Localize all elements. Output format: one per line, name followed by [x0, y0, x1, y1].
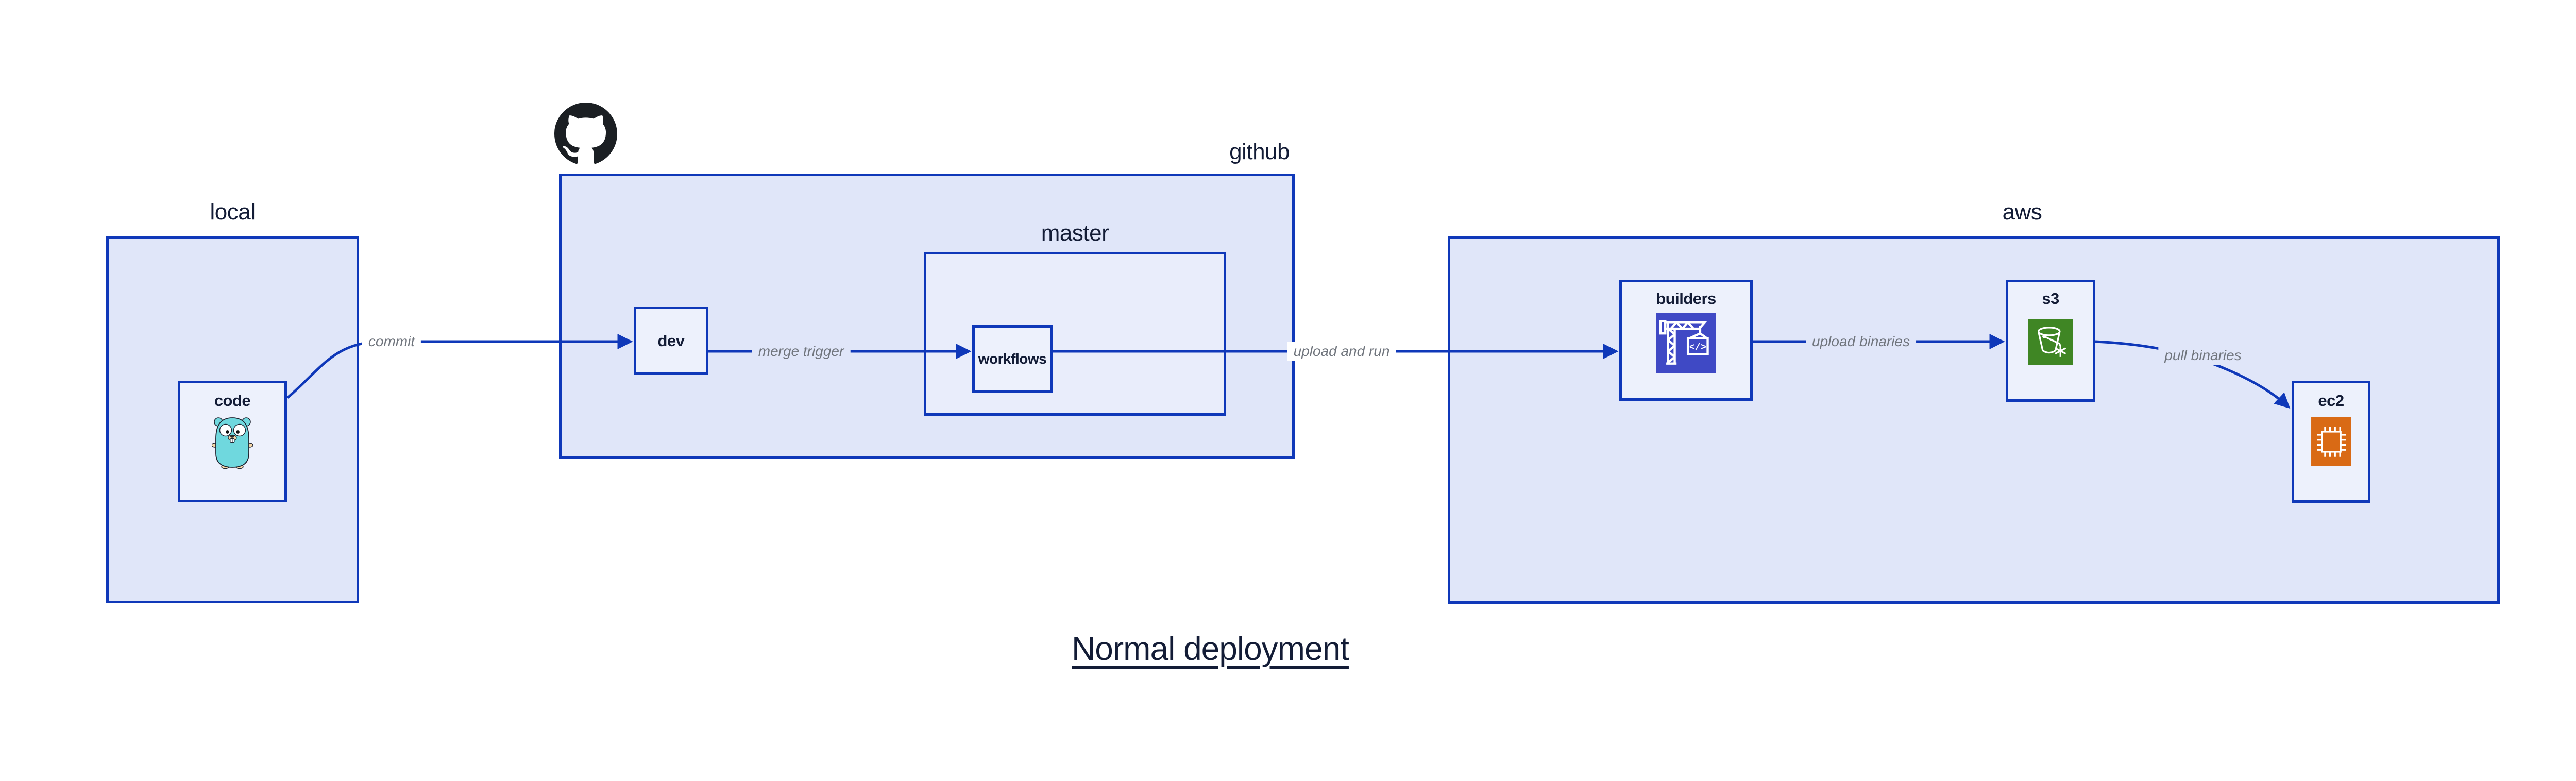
node-box-workflows: workflows: [972, 325, 1053, 393]
edge-label-upload-and-run: upload and run: [1287, 342, 1396, 361]
go-gopher-icon: [212, 417, 253, 469]
aws-group-label: aws: [2002, 199, 2042, 225]
master-group-label: master: [1041, 220, 1109, 246]
builders-node-label: builders: [1656, 290, 1716, 308]
aws-codebuild-crane-icon: </>: [1656, 313, 1716, 373]
node-box-dev: dev: [634, 307, 708, 375]
workflows-node-label: workflows: [978, 351, 1047, 367]
github-octocat-icon: [554, 103, 617, 164]
node-box-builders: builders </>: [1619, 280, 1753, 401]
node-box-s3: s3: [2006, 280, 2095, 402]
node-box-code: code: [178, 381, 287, 502]
node-box-ec2: ec2: [2292, 381, 2370, 503]
group-box-master: [924, 252, 1226, 416]
dev-node-label: dev: [657, 331, 685, 350]
edge-label-commit: commit: [362, 332, 421, 351]
edge-label-merge-trigger: merge trigger: [752, 342, 851, 361]
aws-s3-glacier-bucket-icon: [2028, 319, 2073, 365]
codebuild-code-glyph: </>: [1689, 343, 1706, 353]
code-node-label: code: [214, 392, 251, 410]
edge-label-upload-binaries: upload binaries: [1806, 332, 1916, 351]
local-group-label: local: [210, 199, 256, 225]
github-group-label: github: [1229, 139, 1290, 164]
diagram-title: Normal deployment: [1072, 630, 1349, 667]
edge-label-pull-binaries: pull binaries: [2158, 346, 2248, 365]
ec2-node-label: ec2: [2318, 392, 2344, 410]
s3-node-label: s3: [2042, 290, 2059, 308]
aws-ec2-chip-icon: [2311, 417, 2351, 466]
